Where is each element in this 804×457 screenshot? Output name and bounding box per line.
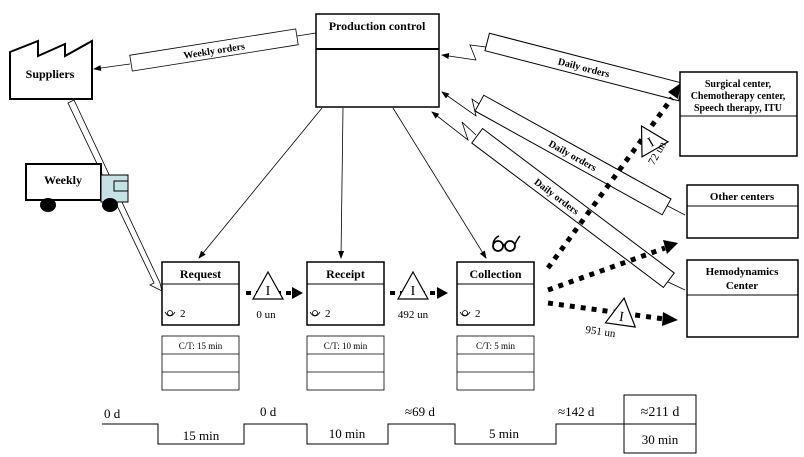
inventory-triangle-1: I 492 un: [396, 270, 430, 321]
inventory-triangle-2: I72 un: [640, 124, 670, 167]
production-control-title: Production control: [329, 19, 426, 33]
timeline-wait-3: ≈142 d: [558, 404, 595, 419]
inventory-quantity: 492 un: [398, 309, 429, 321]
operator-icon: [164, 310, 176, 317]
inventory-symbol: I: [645, 135, 657, 150]
customer-other-centers-box[interactable]: Other centers: [686, 184, 799, 239]
inventory-quantity: 0 un: [256, 309, 276, 321]
timeline-process-time-1: 10 min: [329, 426, 366, 441]
push-arrow-to-other-centers: [547, 240, 678, 293]
timeline: 0 d 0 d ≈69 d ≈142 d 15 min 10 min 5 min…: [102, 394, 697, 454]
process-name: Request: [180, 267, 221, 281]
operator-count: 2: [475, 308, 481, 320]
supplier-label: Suppliers: [26, 67, 75, 81]
customer-surgical-line1: Surgical center,: [705, 79, 772, 90]
timeline-process-time-0: 15 min: [183, 428, 220, 443]
truck-label: Weekly: [44, 173, 82, 187]
process-name: Collection: [470, 267, 522, 281]
process-box-collection[interactable]: Collection 2: [456, 261, 535, 326]
customer-hemodynamics-line1: Hemodynamics: [706, 266, 779, 278]
process-box-receipt[interactable]: Receipt 2: [306, 261, 385, 326]
weekly-orders-flow: Weekly orders: [93, 28, 317, 72]
operator-icon: [459, 310, 471, 317]
push-arrow-to-surgical: [545, 83, 681, 270]
timeline-wait-0: 0 d: [104, 406, 121, 421]
cycle-time: C/T: 5 min: [476, 341, 516, 351]
process-data-box: C/T: 5 min: [456, 335, 535, 391]
inventory-triangle-0: I 0 un: [251, 270, 285, 321]
timeline-process-time-2: 5 min: [489, 426, 519, 441]
go-see-glasses-icon: [492, 235, 521, 252]
operator-count: 2: [325, 308, 331, 320]
cycle-time: C/T: 15 min: [179, 341, 223, 351]
customer-surgical-line2: Chemotherapy center,: [691, 91, 786, 102]
control-to-request-arrow: [198, 107, 323, 259]
total-process-time: 30 min: [642, 432, 679, 447]
customer-surgical-box[interactable]: Surgical center, Chemotherapy center, Sp…: [679, 71, 798, 157]
process-data-box: C/T: 10 min: [306, 335, 385, 391]
truck-icon[interactable]: Weekly: [25, 163, 129, 212]
push-arrow-to-hemodynamics: [547, 300, 678, 326]
inventory-symbol: I: [266, 284, 271, 299]
customer-hemodynamics-box[interactable]: Hemodynamics Center: [686, 259, 799, 338]
customer-other-centers-label: Other centers: [710, 191, 775, 203]
cycle-time: C/T: 10 min: [324, 341, 368, 351]
inventory-symbol: I: [411, 284, 416, 299]
timeline-wait-1: 0 d: [260, 404, 277, 419]
process-data-box: C/T: 15 min: [161, 335, 240, 391]
production-control-box[interactable]: Production control: [315, 13, 440, 108]
operator-icon: [309, 310, 321, 317]
supplier-factory[interactable]: Suppliers: [9, 39, 93, 100]
process-box-request[interactable]: Request 2: [161, 261, 240, 326]
control-to-receipt-arrow: [338, 107, 345, 259]
inventory-quantity: 951 un: [585, 324, 617, 340]
customer-hemodynamics-line2: Center: [726, 280, 758, 292]
total-lead-time: ≈211 d: [641, 405, 680, 420]
process-name: Receipt: [326, 267, 365, 281]
inventory-symbol: I: [618, 310, 625, 326]
daily-orders-flow-1: Daily orders: [441, 32, 684, 102]
customer-surgical-line3: Speech therapy, ITU: [694, 103, 782, 114]
operator-count: 2: [180, 308, 186, 320]
timeline-wait-2: ≈69 d: [405, 404, 435, 419]
control-to-collection-arrow: [392, 107, 487, 259]
